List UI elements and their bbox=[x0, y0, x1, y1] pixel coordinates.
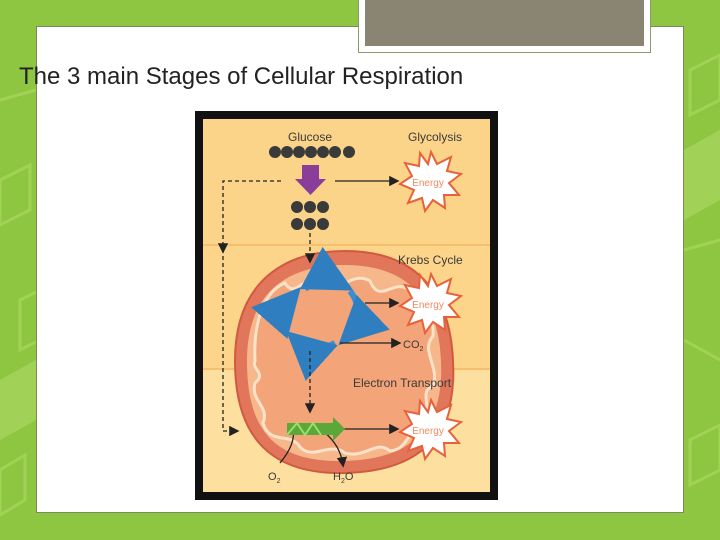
energy-burst-icon bbox=[397, 271, 464, 336]
glucose-label: Glucose bbox=[288, 130, 332, 144]
energy-burst-icon bbox=[397, 149, 464, 214]
energy-label: Energy bbox=[412, 426, 444, 437]
down-arrow-icon bbox=[295, 165, 326, 195]
energy-burst-icon bbox=[397, 397, 464, 462]
energy-label: Energy bbox=[412, 178, 444, 189]
glucose-molecule-icon bbox=[269, 146, 355, 158]
krebs-cycle-arrows-icon bbox=[251, 246, 390, 381]
slide-title: The 3 main Stages of Cellular Respiratio… bbox=[19, 63, 464, 90]
co2-label: CO2 bbox=[403, 339, 424, 353]
o2-label: O2 bbox=[268, 471, 281, 485]
energy-label: Energy bbox=[412, 300, 444, 311]
pyruvate-molecules bbox=[291, 201, 329, 230]
stage-label-electron-transport: Electron Transport bbox=[353, 376, 452, 390]
stage-label-glycolysis: Glycolysis bbox=[408, 130, 462, 144]
stage-label-krebs: Krebs Cycle bbox=[398, 253, 463, 267]
cellular-respiration-diagram: Glucose Glycolysis Krebs Cycle Electron … bbox=[195, 111, 498, 500]
title-tab bbox=[365, 0, 644, 46]
atp-arrow-icon bbox=[286, 417, 345, 441]
h2o-label: H2O bbox=[333, 471, 354, 485]
